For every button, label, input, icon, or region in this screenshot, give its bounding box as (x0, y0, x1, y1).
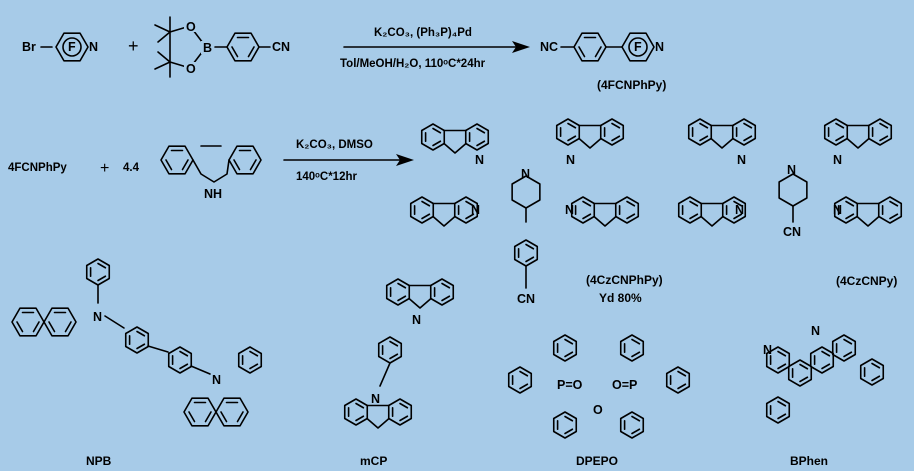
cz-n-6: N (833, 153, 842, 167)
npb-n-1: N (93, 310, 102, 324)
conditions-bottom-1: Tol/MeOH/H₂O, 110ᵒC*24hr (340, 58, 486, 70)
dpepo-label: DPEPO (576, 454, 618, 468)
bphen-n-2: N (811, 324, 820, 338)
product-ring-label-f: F (634, 40, 642, 54)
oxygen-atom-top: O (186, 20, 196, 34)
product-nitrile: NC (540, 40, 558, 54)
conditions-top-2: K₂CO₃, DMSO (296, 139, 373, 151)
ring-atom-n: N (89, 40, 98, 54)
boronate-ester: O B O CN (154, 16, 290, 78)
reaction-arrow-2: K₂CO₃, DMSO 140ᵒC*12hr (283, 139, 414, 183)
product-4czcnphpy: N N N N N CN (4CzCNPhPy) Yd 80% (411, 119, 663, 306)
conditions-bottom-2: 140ᵒC*12hr (296, 171, 358, 183)
npb-label: NPB (86, 454, 112, 468)
bromine-atom: Br (22, 40, 36, 54)
cz-n-5: N (737, 153, 746, 167)
dpepo-p-o-left: P=O (557, 378, 583, 392)
cz-n-1: N (475, 153, 484, 167)
cz-n-8: N (833, 203, 842, 217)
ring-label-f: F (68, 40, 76, 54)
conditions-top-1: K₂CO₃, (Ph₃P)₄Pd (374, 27, 472, 39)
bphen-n-1: N (763, 343, 772, 357)
pyridine-n-2: N (787, 163, 796, 177)
plus-sign-2: + (100, 160, 109, 177)
npb-n-2: N (212, 373, 221, 387)
dpepo-o-p-right: O=P (612, 378, 637, 392)
reaction-arrow-1: K₂CO₃, (Ph₃P)₄Pd Tol/MeOH/H₂O, 110ᵒC*24h… (340, 27, 530, 70)
material-bphen: N N BPhen (763, 324, 885, 468)
reactant-4fcnphpy: 4FCNPhPy (8, 162, 67, 174)
product2-nitrile: CN (783, 225, 801, 239)
product1-name: (4CzCNPhPy) (586, 273, 663, 287)
reaction-1: Br F N + O B O CN (22, 16, 666, 92)
equivalents: 4.4 (123, 162, 140, 174)
plus-sign: + (128, 36, 139, 56)
product1-yield: Yd 80% (599, 291, 642, 305)
material-mcp: N N mCP (345, 279, 454, 468)
nitrile-group: CN (272, 40, 290, 54)
carbazole: NH (160, 145, 262, 201)
boron-atom: B (203, 41, 212, 55)
pyridine-n-1: N (521, 167, 530, 181)
fluoropyridine-ring: F N (55, 32, 98, 62)
product-ring-atom-n: N (655, 40, 664, 54)
carbazole-nh-n: NH (204, 187, 222, 201)
product2-name: (4CzCNPy) (836, 274, 897, 288)
cz-n-7: N (735, 203, 744, 217)
cz-n-3: N (471, 203, 480, 217)
mcp-n-1: N (412, 313, 421, 327)
cz-n-2: N (566, 153, 575, 167)
mcp-label: mCP (360, 454, 387, 468)
product-4czcnpy: N N N N N CN (4CzCNPy) (679, 119, 902, 288)
reaction-2: 4FCNPhPy + 4.4 NH K₂CO₃, DMSO 140ᵒC*12hr… (8, 119, 901, 306)
bphen-label: BPhen (790, 454, 828, 468)
mcp-n-2: N (371, 392, 380, 406)
oxygen-atom-bottom: O (186, 62, 196, 76)
product-name-4fcnphpy: (4FCNPhPy) (597, 78, 666, 92)
product1-nitrile: CN (517, 292, 535, 306)
dpepo-ether-o: O (593, 403, 603, 417)
product-4fcnphpy: NC F N (4FCNPhPy) (540, 32, 666, 92)
material-npb: N N NPB (11, 258, 263, 468)
cz-n-4: N (565, 203, 574, 217)
material-dpepo: P=O O=P O DPEPO (507, 334, 691, 468)
